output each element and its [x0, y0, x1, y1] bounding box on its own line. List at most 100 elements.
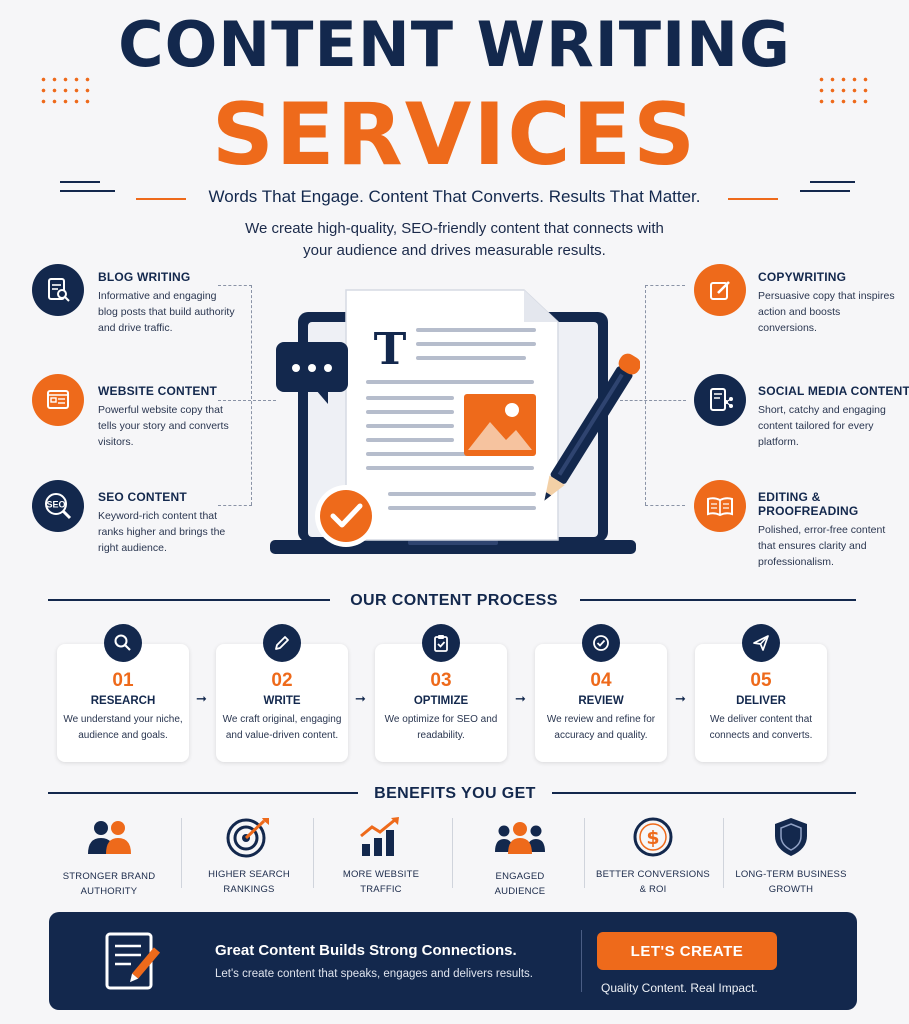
banner-subtitle: Let's create content that speaks, engage…	[215, 968, 533, 980]
svg-text:SEO: SEO	[46, 500, 65, 510]
step-desc: We review and refine for accuracy and qu…	[546, 714, 656, 741]
step-desc: We craft original, engaging and value-dr…	[222, 714, 342, 741]
audience-icon	[495, 822, 545, 854]
connector-line	[620, 400, 686, 401]
seo-magnifier-icon: SEO	[32, 480, 84, 532]
service-desc: Short, catchy and engaging content tailo…	[758, 404, 886, 448]
step-number: 05	[750, 670, 772, 691]
decor-line	[136, 198, 186, 200]
decorative-dots-left	[38, 74, 94, 110]
step-number: 01	[112, 670, 134, 691]
step-desc: We deliver content that connects and con…	[709, 714, 813, 741]
section-divider	[48, 599, 330, 601]
benefit-separator	[313, 818, 314, 888]
process-step-optimize: 03 OPTIMIZE We optimize for SEO and read…	[375, 644, 507, 762]
step-number: 04	[590, 670, 612, 691]
intro-text: We create high-quality, SEO-friendly con…	[245, 220, 664, 259]
decor-line	[800, 190, 850, 192]
users-icon	[88, 821, 131, 854]
service-title: COPYWRITING	[758, 270, 847, 284]
benefit-separator	[584, 818, 585, 888]
section-divider	[580, 599, 856, 601]
benefits-title: BENEFITS YOU GET	[374, 785, 536, 802]
service-desc: Persuasive copy that inspires action and…	[758, 290, 895, 334]
service-title: SEO CONTENT	[98, 490, 187, 504]
doc-letter: T	[374, 324, 407, 375]
growth-chart-icon	[360, 817, 399, 856]
connector-line	[645, 505, 685, 506]
process-step-write: 02 WRITE We craft original, engaging and…	[216, 644, 348, 762]
step-name: DELIVER	[736, 695, 786, 707]
benefit-conversions-roi: $ BETTER CONVERSIONS& ROI	[588, 816, 718, 897]
connector-line	[251, 285, 252, 505]
connector-line	[645, 285, 646, 505]
service-title: EDITING & PROOFREADING	[758, 490, 859, 518]
svg-text:$: $	[646, 827, 659, 849]
connector-line	[218, 505, 252, 506]
decor-line	[728, 198, 778, 200]
service-title: SOCIAL MEDIA CONTENT	[758, 384, 909, 398]
pencil-edit-icon	[694, 264, 746, 316]
title-line-1: CONTENT WRITING	[118, 8, 791, 81]
target-icon	[226, 818, 269, 858]
service-desc: Informative and engaging blog posts that…	[98, 290, 235, 334]
step-name: REVIEW	[578, 695, 624, 707]
benefit-separator	[452, 818, 453, 888]
check-circle-icon	[582, 624, 620, 662]
section-divider	[48, 792, 358, 794]
benefit-separator	[723, 818, 724, 888]
banner-tagline: Quality Content. Real Impact.	[601, 981, 758, 995]
title-line-2: SERVICES	[211, 85, 698, 185]
benefit-separator	[181, 818, 182, 888]
service-title: BLOG WRITING	[98, 270, 191, 284]
browser-window-icon	[32, 374, 84, 426]
step-desc: We optimize for SEO and readability.	[384, 714, 498, 741]
open-book-icon	[694, 480, 746, 532]
arrow-right-icon: ➞	[675, 691, 686, 706]
connector-line	[645, 285, 685, 286]
section-divider	[552, 792, 856, 794]
arrow-right-icon: ➞	[515, 691, 526, 706]
step-name: RESEARCH	[90, 695, 156, 707]
service-desc: Keyword-rich content that ranks higher a…	[98, 510, 226, 554]
step-number: 02	[271, 670, 293, 691]
arrow-right-icon: ➞	[355, 691, 366, 706]
service-title: WEBSITE CONTENT	[98, 384, 217, 398]
step-desc: We understand your niche, audience and g…	[63, 714, 183, 741]
service-desc: Polished, error-free content that ensure…	[758, 524, 886, 568]
connector-line	[218, 285, 252, 286]
search-icon	[104, 624, 142, 662]
decor-line	[810, 181, 855, 183]
service-desc: Powerful website copy that tells your st…	[98, 404, 229, 448]
process-title: OUR CONTENT PROCESS	[350, 592, 558, 609]
share-document-icon	[694, 374, 746, 426]
decorative-dots-right	[816, 74, 872, 110]
decor-line	[60, 190, 115, 192]
pencil-icon	[263, 624, 301, 662]
laptop-document-illustration: T	[270, 289, 640, 554]
process-step-review: 04 REVIEW We review and refine for accur…	[535, 644, 667, 762]
step-number: 03	[430, 670, 452, 691]
process-step-research: 01 RESEARCH We understand your niche, au…	[57, 644, 189, 762]
process-step-deliver: 05 DELIVER We deliver content that conne…	[695, 644, 827, 762]
clipboard-check-icon	[422, 624, 460, 662]
paper-plane-icon	[742, 624, 780, 662]
tagline: Words That Engage. Content That Converts…	[208, 187, 701, 206]
step-name: WRITE	[263, 695, 301, 707]
banner-title: Great Content Builds Strong Connections.	[215, 942, 517, 959]
dollar-coin-icon: $	[633, 817, 673, 857]
cta-banner: Great Content Builds Strong Connections.…	[49, 912, 857, 1010]
arrow-right-icon: ➞	[196, 691, 207, 706]
lets-create-button[interactable]: LET'S CREATE	[597, 932, 777, 970]
banner-divider	[581, 930, 582, 992]
connector-line	[218, 400, 276, 401]
shield-icon	[775, 818, 807, 856]
decor-line	[60, 181, 100, 183]
step-name: OPTIMIZE	[413, 695, 469, 707]
document-pencil-icon	[105, 932, 161, 990]
